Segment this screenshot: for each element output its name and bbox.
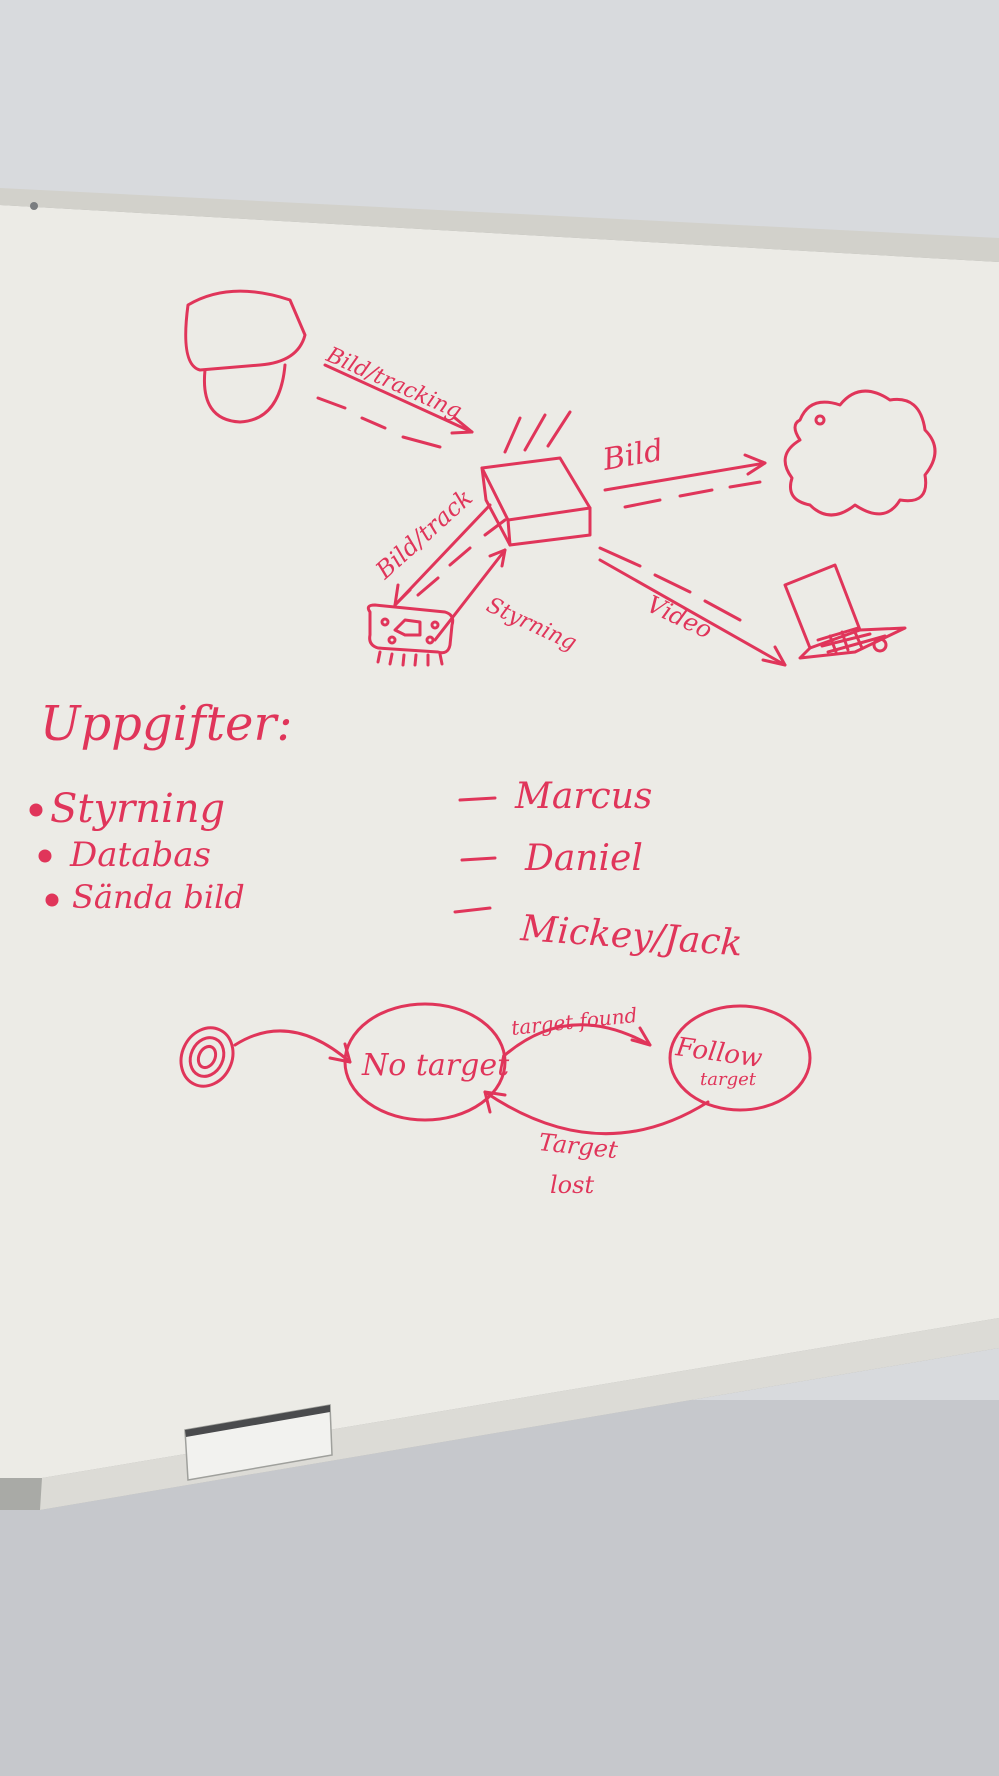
router-box-icon [480, 410, 592, 547]
camera-to-box-arrow [316, 363, 474, 449]
transition-target-lost [483, 1090, 710, 1136]
task-item-label: Sända bild [72, 878, 245, 916]
eraser-icon [184, 1404, 333, 1481]
dash [460, 856, 497, 862]
rail-screw-icon [30, 202, 38, 210]
state-follow-target [668, 1004, 812, 1112]
state-no-target-label: No target [361, 1048, 510, 1083]
start-arrow [233, 1029, 352, 1064]
state-no-target [343, 1002, 507, 1122]
bullet-icon [38, 849, 52, 863]
tasks-heading: Uppgifter: [40, 696, 293, 752]
box-to-board-arrows [393, 503, 507, 642]
task-owner-label: Daniel [524, 838, 643, 879]
transition-lost-label-line2: lost [550, 1171, 594, 1199]
circuit-board-icon [366, 603, 455, 667]
laptop-icon [783, 563, 907, 660]
bullet-icon [29, 803, 43, 817]
board-top-rail [0, 188, 999, 262]
dash [458, 796, 497, 802]
cloud-icon [783, 389, 937, 517]
box-to-cloud-arrow [603, 453, 767, 509]
bullet-icon [45, 893, 59, 907]
task-item-label: Styrning [50, 786, 225, 832]
box-to-laptop-arrow [598, 546, 787, 667]
task-owner-label: Marcus [514, 776, 652, 817]
start-state-icon [179, 1026, 235, 1088]
transition-target-found-head [630, 1026, 652, 1047]
camera-icon [184, 289, 307, 424]
state-follow-label-line2: target [700, 1069, 757, 1090]
task-item-label: Databas [69, 835, 211, 875]
transition-target-lost-head [483, 1090, 507, 1114]
dash [453, 906, 492, 914]
board-surface [0, 205, 999, 1478]
transition-target-found [503, 1023, 652, 1057]
